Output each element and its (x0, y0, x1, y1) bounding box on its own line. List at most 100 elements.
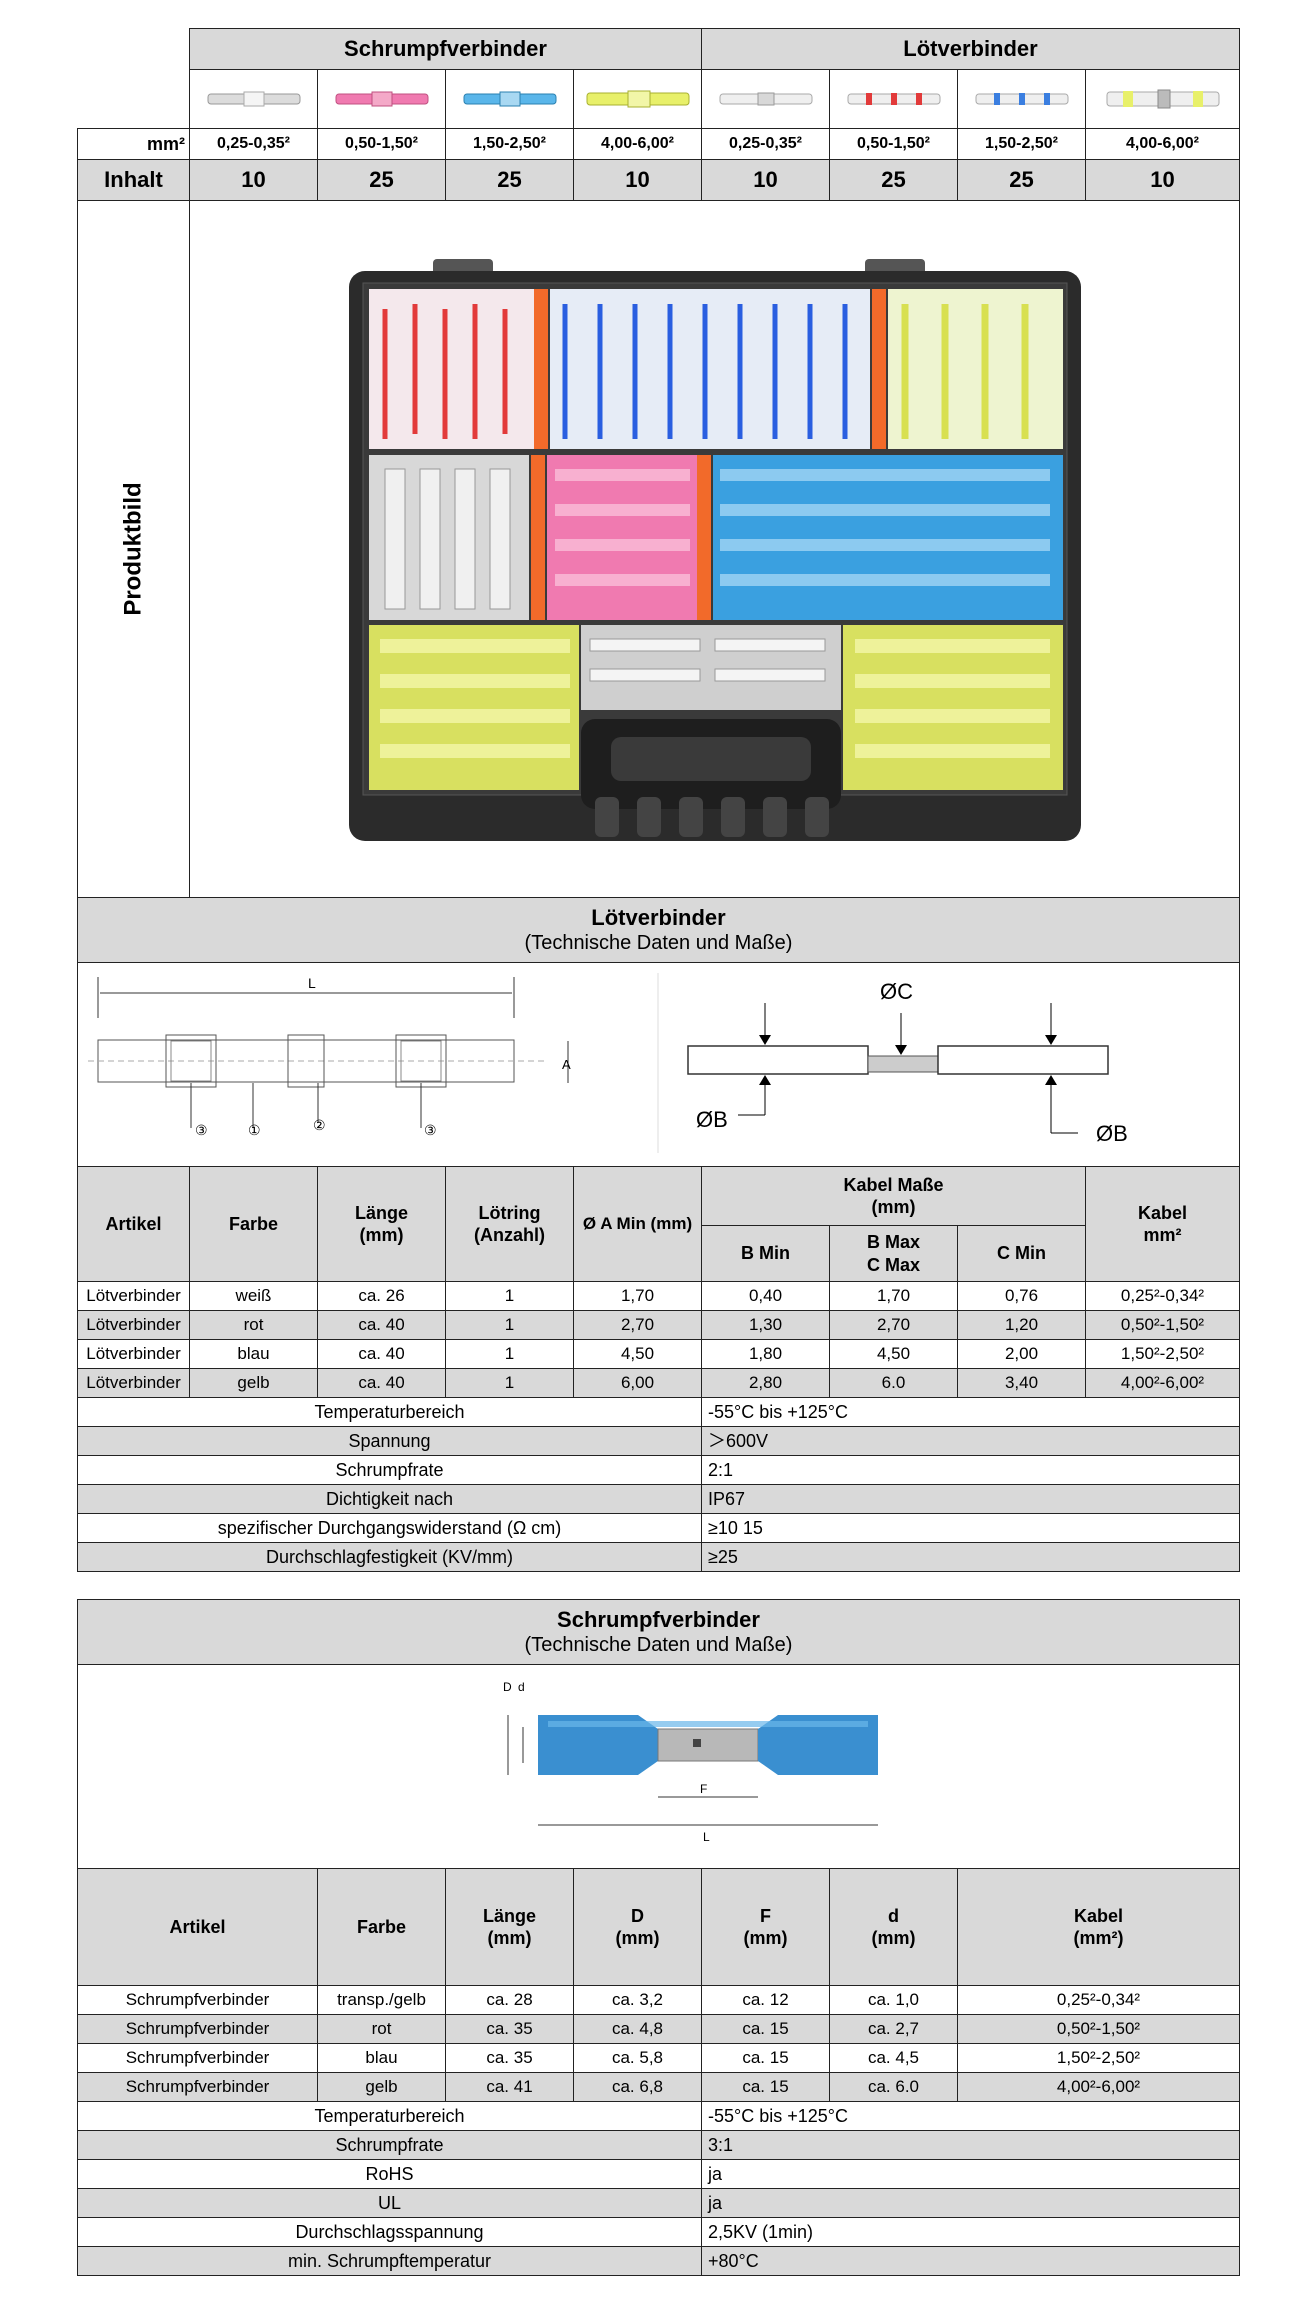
group-header-loetverbinder: Lötverbinder (701, 28, 1240, 70)
schrumpf-spec-value: 3:1 (701, 2130, 1240, 2160)
produktbild-label: Produktbild (119, 482, 147, 616)
loet-table-cell: 2,00 (957, 1339, 1086, 1369)
schrumpf-table-cell: ca. 2,7 (829, 2014, 958, 2044)
schrumpf-table-cell: ca. 5,8 (573, 2043, 702, 2073)
loet-marker-2: ① (248, 1122, 261, 1138)
swatch-yellow-solder (1085, 69, 1240, 129)
loet-table-cell: 1,80 (701, 1339, 830, 1369)
schrumpf-h-D: D (mm) (573, 1868, 702, 1986)
schrumpf-h-laenge: Länge (mm) (445, 1868, 574, 1986)
size-cell: 1,50-2,50² (957, 128, 1086, 160)
loet-table-cell: ca. 40 (317, 1368, 446, 1398)
loet-table-cell: 0,40 (701, 1281, 830, 1311)
inhalt-cell: 25 (829, 159, 958, 201)
loet-spec-label: spezifischer Durchgangswiderstand (Ω cm) (77, 1513, 702, 1543)
loet-table-cell: ca. 40 (317, 1339, 446, 1369)
group-header-schrumpfverbinder: Schrumpfverbinder (189, 28, 702, 70)
loet-spec-label: Temperaturbereich (77, 1397, 702, 1427)
loet-spec-value: 2:1 (701, 1455, 1240, 1485)
loet-h-loetring: Lötring (Anzahl) (445, 1166, 574, 1282)
loet-h-farbe: Farbe (189, 1166, 318, 1282)
inhalt-cell: 10 (1085, 159, 1240, 201)
loet-table-cell: 1 (445, 1368, 574, 1398)
schrumpf-spec-value: -55°C bis +125°C (701, 2101, 1240, 2131)
schrumpf-dim-d: d (518, 1680, 525, 1694)
loet-table-cell: 1,30 (701, 1310, 830, 1340)
loet-table-cell: Lötverbinder (77, 1310, 190, 1340)
loet-title: Lötverbinder (591, 904, 726, 930)
swatch-blue-solder (957, 69, 1086, 129)
loet-spec-value: ≥25 (701, 1542, 1240, 1572)
schrumpf-dim-L: L (703, 1830, 710, 1844)
schrumpf-table-cell: Schrumpfverbinder (77, 1985, 318, 2015)
loet-table-cell: weiß (189, 1281, 318, 1311)
swatch-red-solder (829, 69, 958, 129)
schrumpf-h-d: d (mm) (829, 1868, 958, 1986)
size-cell: 0,50-1,50² (317, 128, 446, 160)
loet-spec-value: ＞600V (701, 1426, 1240, 1456)
loet-table-cell: 1 (445, 1339, 574, 1369)
loet-table-cell: Lötverbinder (77, 1339, 190, 1369)
schrumpf-h-artikel: Artikel (77, 1868, 318, 1986)
schrumpf-table-cell: ca. 4,5 (829, 2043, 958, 2073)
schrumpf-table-cell: ca. 3,2 (573, 1985, 702, 2015)
swatch-clear-shrink (189, 69, 318, 129)
schrumpf-table-cell: ca. 35 (445, 2014, 574, 2044)
loet-marker-1: ③ (195, 1122, 208, 1138)
size-cell: 4,00-6,00² (1085, 128, 1240, 160)
loet-table-cell: Lötverbinder (77, 1281, 190, 1311)
schrumpf-table-cell: ca. 4,8 (573, 2014, 702, 2044)
schrumpf-diagram-cell: D d F L (77, 1664, 1240, 1869)
product-image-cell (189, 200, 1240, 898)
schrumpf-table-cell: ca. 41 (445, 2072, 574, 2102)
loet-subtitle: (Technische Daten und Maße) (524, 932, 793, 955)
loet-h-laenge: Länge (mm) (317, 1166, 446, 1282)
loet-spec-label: Durchschlagfestigkeit (KV/mm) (77, 1542, 702, 1572)
schrumpf-table-cell: 4,00²-6,00² (957, 2072, 1240, 2102)
schrumpf-spec-value: ja (701, 2159, 1240, 2189)
schrumpf-title: Schrumpfverbinder (557, 1606, 760, 1632)
schrumpf-spec-value: +80°C (701, 2246, 1240, 2276)
swatch-pink-shrink (317, 69, 446, 129)
inhalt-cell: 10 (189, 159, 318, 201)
inhalt-cell: 25 (317, 159, 446, 201)
schrumpf-table-cell: ca. 15 (701, 2014, 830, 2044)
loet-table-cell: 1 (445, 1310, 574, 1340)
schrumpf-table-cell: ca. 6,8 (573, 2072, 702, 2102)
loet-dim-L: L (308, 975, 316, 991)
swatch-blue-shrink (445, 69, 574, 129)
schrumpf-h-farbe: Farbe (317, 1868, 446, 1986)
loet-table-cell: 4,50 (829, 1339, 958, 1369)
schrumpf-table-cell: Schrumpfverbinder (77, 2043, 318, 2073)
inhalt-cell: 25 (957, 159, 1086, 201)
loet-table-cell: 2,80 (701, 1368, 830, 1398)
schrumpf-table-cell: gelb (317, 2072, 446, 2102)
schrumpf-spec-label: min. Schrumpftemperatur (77, 2246, 702, 2276)
loet-spec-value: ≥10 15 (701, 1513, 1240, 1543)
loet-spec-value: -55°C bis +125°C (701, 1397, 1240, 1427)
loet-spec-label: Dichtigkeit nach (77, 1484, 702, 1514)
loet-table-cell: 4,50 (573, 1339, 702, 1369)
loet-table-cell: rot (189, 1310, 318, 1340)
loet-table-cell: 2,70 (573, 1310, 702, 1340)
loet-h-artikel: Artikel (77, 1166, 190, 1282)
mm-label: mm² (77, 128, 190, 160)
loet-table-cell: 3,40 (957, 1368, 1086, 1398)
product-image (348, 259, 1081, 841)
loet-table-cell: 6,00 (573, 1368, 702, 1398)
schrumpf-table-cell: ca. 35 (445, 2043, 574, 2073)
loet-table-cell: blau (189, 1339, 318, 1369)
schrumpf-table-cell: 1,50²-2,50² (957, 2043, 1240, 2073)
loet-table-cell: 1 (445, 1281, 574, 1311)
schrumpf-table-cell: ca. 15 (701, 2043, 830, 2073)
schrumpf-table-cell: ca. 6.0 (829, 2072, 958, 2102)
schrumpf-spec-label: Temperaturbereich (77, 2101, 702, 2131)
loet-table-cell: 1,50²-2,50² (1085, 1339, 1240, 1369)
size-cell: 0,50-1,50² (829, 128, 958, 160)
swatch-yellow-shrink (573, 69, 702, 129)
loet-dim-A: A (562, 1057, 571, 1072)
schrumpf-table-cell: rot (317, 2014, 446, 2044)
schrumpf-table-cell: Schrumpfverbinder (77, 2072, 318, 2102)
loet-table-cell: 1,70 (829, 1281, 958, 1311)
schrumpf-table-cell: 0,25²-0,34² (957, 1985, 1240, 2015)
